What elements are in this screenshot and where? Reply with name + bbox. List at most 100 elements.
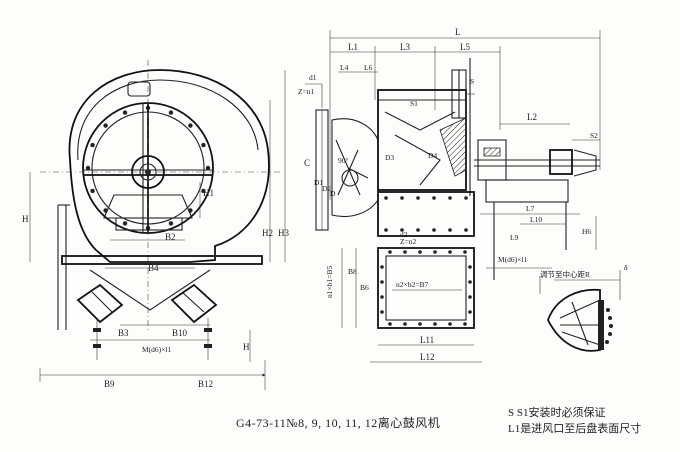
bolt-hole bbox=[432, 196, 436, 200]
bolt-hole bbox=[463, 250, 467, 254]
dim-s1: S1 bbox=[410, 99, 418, 108]
outlet-flange-box bbox=[377, 191, 475, 237]
detail-chain bbox=[605, 308, 613, 344]
note-1: S S1安装时必须保证 bbox=[508, 407, 606, 419]
impeller-section bbox=[439, 117, 467, 177]
bolt-hole bbox=[448, 228, 452, 232]
bolt-hole bbox=[384, 228, 388, 232]
dim-b12: B12 bbox=[198, 379, 213, 389]
dim-h3: H3 bbox=[278, 228, 289, 238]
dim-l: L bbox=[455, 27, 461, 37]
drawing-caption: G4-73-11№8, 9, 10, 11, 12离心鼓风机 bbox=[236, 416, 441, 430]
bolt-hole bbox=[403, 322, 407, 326]
bolt-hole bbox=[205, 165, 211, 171]
dim-l6: L6 bbox=[364, 63, 373, 72]
dim-b9: B9 bbox=[104, 379, 115, 389]
side-view: L L1 L3 L5 L4 L6 d1 Z=n1 90° C D1 D2 D D… bbox=[298, 27, 601, 363]
bolt-hole bbox=[464, 228, 468, 232]
bolt-hole bbox=[201, 188, 206, 194]
dim-d1: d1 bbox=[309, 73, 317, 82]
z-n2: Z=n2 bbox=[400, 237, 417, 246]
bolt-hole bbox=[416, 228, 420, 232]
bolt-hole bbox=[432, 228, 436, 232]
bolt-hole bbox=[468, 280, 472, 284]
bolt-hole bbox=[400, 228, 404, 232]
dim-h-left: H bbox=[22, 214, 29, 224]
damper-arm bbox=[335, 139, 369, 196]
inlet-cone bbox=[331, 118, 379, 218]
dim-b3: B3 bbox=[118, 328, 129, 338]
dim-l5: L5 bbox=[460, 42, 470, 52]
support-pedestal bbox=[103, 194, 193, 219]
foot-right bbox=[170, 283, 218, 360]
bolt-hole bbox=[468, 295, 472, 299]
base-flange bbox=[377, 247, 475, 329]
bolt-hole bbox=[448, 322, 452, 326]
dim-l3: L3 bbox=[400, 42, 410, 52]
bolt-hole bbox=[416, 196, 420, 200]
bolt-right: M(d6)×l1 bbox=[498, 255, 527, 264]
n1-b1: n1×b1=B5 bbox=[325, 266, 334, 298]
bolt-hole bbox=[188, 123, 193, 128]
callout-center-distance: 调节至中心距R bbox=[540, 269, 590, 279]
dim-h6: H6 bbox=[582, 227, 591, 236]
bolt-hole bbox=[463, 322, 467, 326]
top-handle bbox=[127, 81, 151, 97]
dim-l1: L1 bbox=[348, 42, 358, 52]
bolt-hole bbox=[418, 322, 422, 326]
bolt-hole bbox=[388, 250, 392, 254]
bolt-hole bbox=[388, 322, 392, 326]
detail-view: 调节至中心距R δ bbox=[539, 263, 628, 352]
z-n1: Z=n1 bbox=[298, 87, 315, 96]
n2-b2: n2×b2=B7 bbox=[396, 280, 428, 289]
dim-l11: L11 bbox=[420, 335, 434, 345]
bolt-hole bbox=[418, 250, 422, 254]
dim-l12: L12 bbox=[420, 352, 435, 362]
front-view: B9 B12 B3 B10 M(d6)×l1 B4 B2 H1 H H H2 H… bbox=[22, 60, 289, 390]
dim-l7: L7 bbox=[526, 204, 535, 213]
bolt-hole bbox=[380, 310, 384, 314]
bolt-hole bbox=[168, 110, 174, 115]
note-2: L1是进风口至后盘表面尺寸 bbox=[508, 423, 642, 435]
bolt-hole bbox=[380, 295, 384, 299]
dim-d2-lower: d2 bbox=[400, 230, 408, 239]
dim-l9: L9 bbox=[510, 233, 519, 242]
base-frame-top bbox=[61, 255, 263, 265]
inlet-hopper bbox=[89, 269, 211, 311]
bolt-hole bbox=[468, 310, 472, 314]
bolt-hole bbox=[403, 250, 407, 254]
bolt-hole bbox=[448, 250, 452, 254]
casing-inner-line bbox=[77, 79, 259, 161]
angle-90: 90° bbox=[338, 156, 349, 165]
bolt-hole bbox=[384, 196, 388, 200]
dim-b10: B10 bbox=[172, 328, 188, 338]
bolt-hole bbox=[103, 123, 108, 128]
bolt-hole bbox=[90, 142, 95, 148]
dim-s2: S2 bbox=[590, 131, 598, 140]
dim-h-lower: H bbox=[243, 342, 250, 352]
dim-d1-side: D1 bbox=[314, 178, 323, 187]
bolt-hole bbox=[380, 265, 384, 269]
outlet-flange-bolts bbox=[384, 196, 468, 232]
dim-b8: B8 bbox=[348, 267, 357, 276]
bolt-hole bbox=[168, 221, 174, 226]
dim-l2: L2 bbox=[527, 112, 537, 122]
bolt-hole bbox=[400, 196, 404, 200]
bolt-hole bbox=[448, 196, 452, 200]
dim-s-side: S bbox=[470, 77, 474, 86]
bolt-hole bbox=[464, 196, 468, 200]
bolt-hole bbox=[433, 322, 437, 326]
bolt-hole bbox=[122, 110, 128, 115]
dim-l10: L10 bbox=[530, 215, 542, 224]
volute-casing bbox=[68, 69, 270, 263]
bolt-front: M(d6)×l1 bbox=[142, 345, 171, 354]
dim-d4: D4 bbox=[428, 151, 437, 160]
base-flange-bolts bbox=[380, 250, 472, 326]
shaft-coupling bbox=[549, 149, 573, 175]
dim-b2: B2 bbox=[165, 232, 176, 242]
bolt-hole bbox=[201, 142, 206, 148]
dim-d2: D2 bbox=[322, 184, 331, 193]
bolt-hole bbox=[433, 250, 437, 254]
